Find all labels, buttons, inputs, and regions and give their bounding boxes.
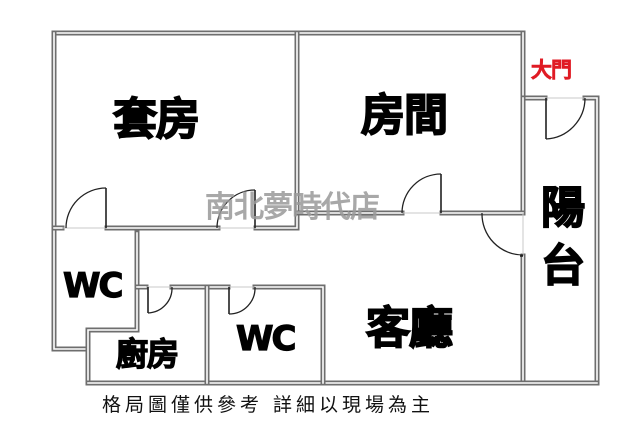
- room-label-balcony: 陽台: [532, 183, 585, 301]
- door-bedroom: [401, 173, 442, 214]
- door-main-entrance: [545, 97, 586, 140]
- room-label-wc-middle: WC: [235, 319, 297, 359]
- door-suite: [216, 189, 256, 229]
- room-label-wc-left: WC: [62, 266, 124, 306]
- doors: [62, 97, 586, 315]
- room-label-suite: 套房: [112, 94, 201, 145]
- disclaimer-caption: 格局圖僅供參考 詳細以現場為主: [102, 394, 435, 416]
- room-label-living-room: 客廳: [365, 303, 454, 354]
- room-label-kitchen: 廚房: [115, 335, 179, 373]
- walls: [51, 30, 600, 386]
- door-suite-wc: [62, 187, 107, 229]
- room-label-bedroom: 房間: [360, 90, 449, 141]
- store-watermark: 南北夢時代店: [205, 190, 380, 225]
- door-balcony: [481, 212, 524, 257]
- door-kitchen: [146, 286, 173, 314]
- door-wc-middle: [228, 286, 256, 315]
- entrance-label: 大門: [531, 58, 573, 82]
